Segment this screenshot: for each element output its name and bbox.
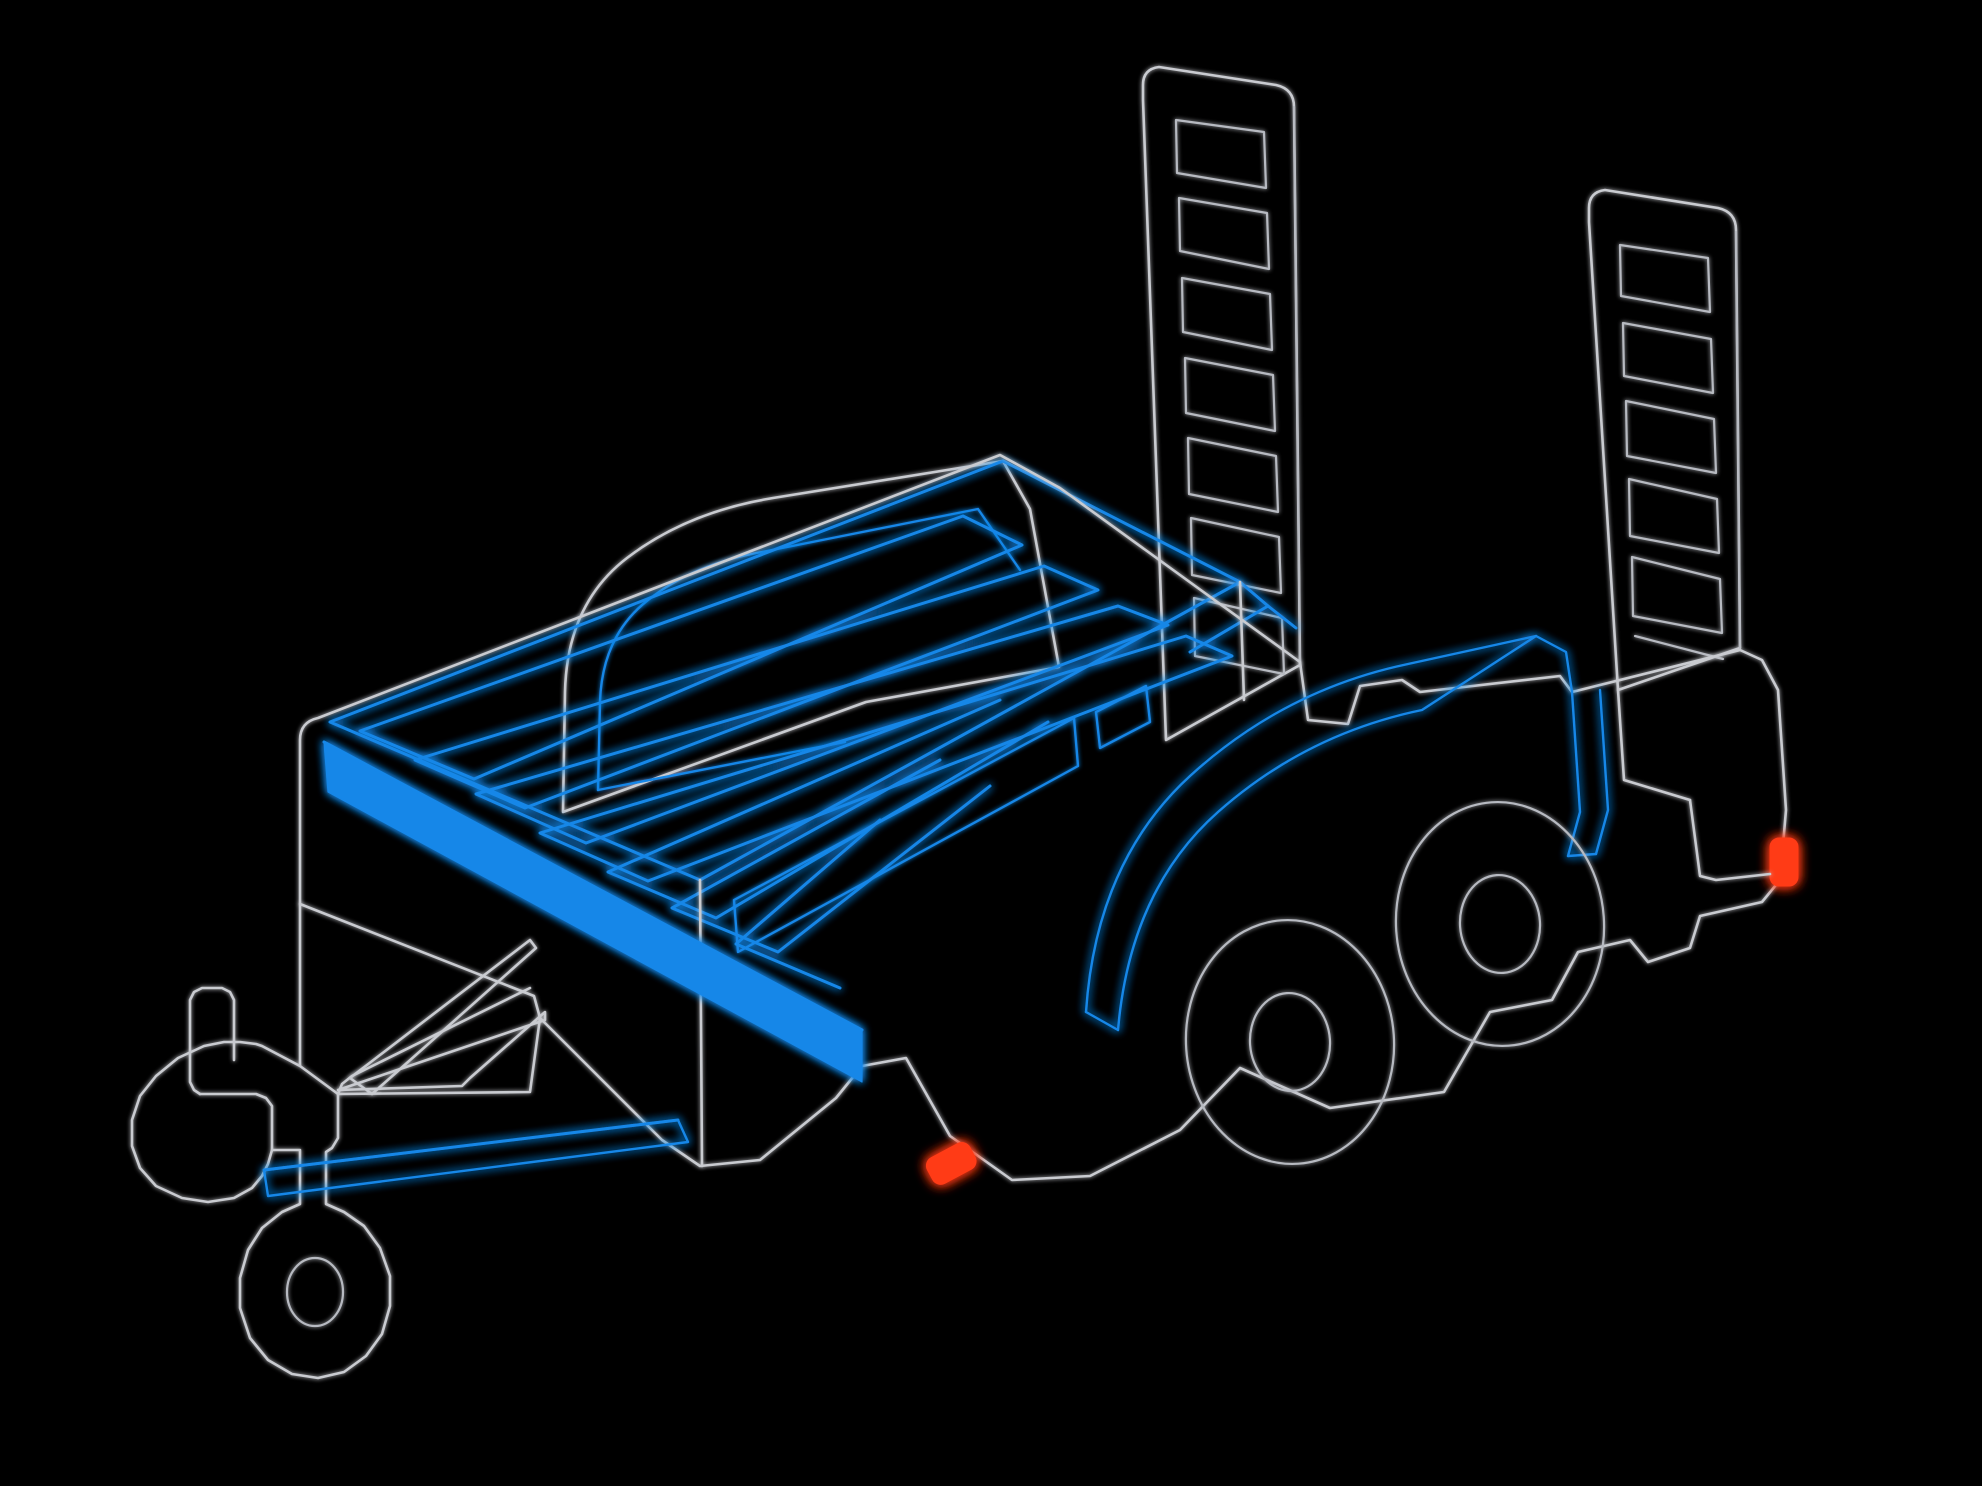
fender[interactable]	[1084, 634, 1610, 1032]
wheel-rear[interactable]	[1388, 795, 1613, 1053]
ramp-right[interactable]	[1587, 188, 1742, 692]
highlighted-side-rail[interactable]	[322, 740, 864, 1083]
marker-lamp-rear-corner[interactable]	[1769, 837, 1799, 887]
a-frame-brace	[336, 938, 547, 1096]
ramp-left[interactable]	[1141, 65, 1302, 742]
tongue-lower-blue-rail	[262, 1118, 690, 1198]
wheel-front[interactable]	[1178, 913, 1403, 1171]
marker-lamp-rear-skirt[interactable]	[923, 1139, 979, 1187]
trailer-body-outline[interactable]	[298, 453, 1788, 1182]
rear-bumper-detail	[1616, 688, 1772, 882]
rear-skirt-panel	[698, 580, 1246, 1168]
deck[interactable]	[328, 459, 1298, 990]
